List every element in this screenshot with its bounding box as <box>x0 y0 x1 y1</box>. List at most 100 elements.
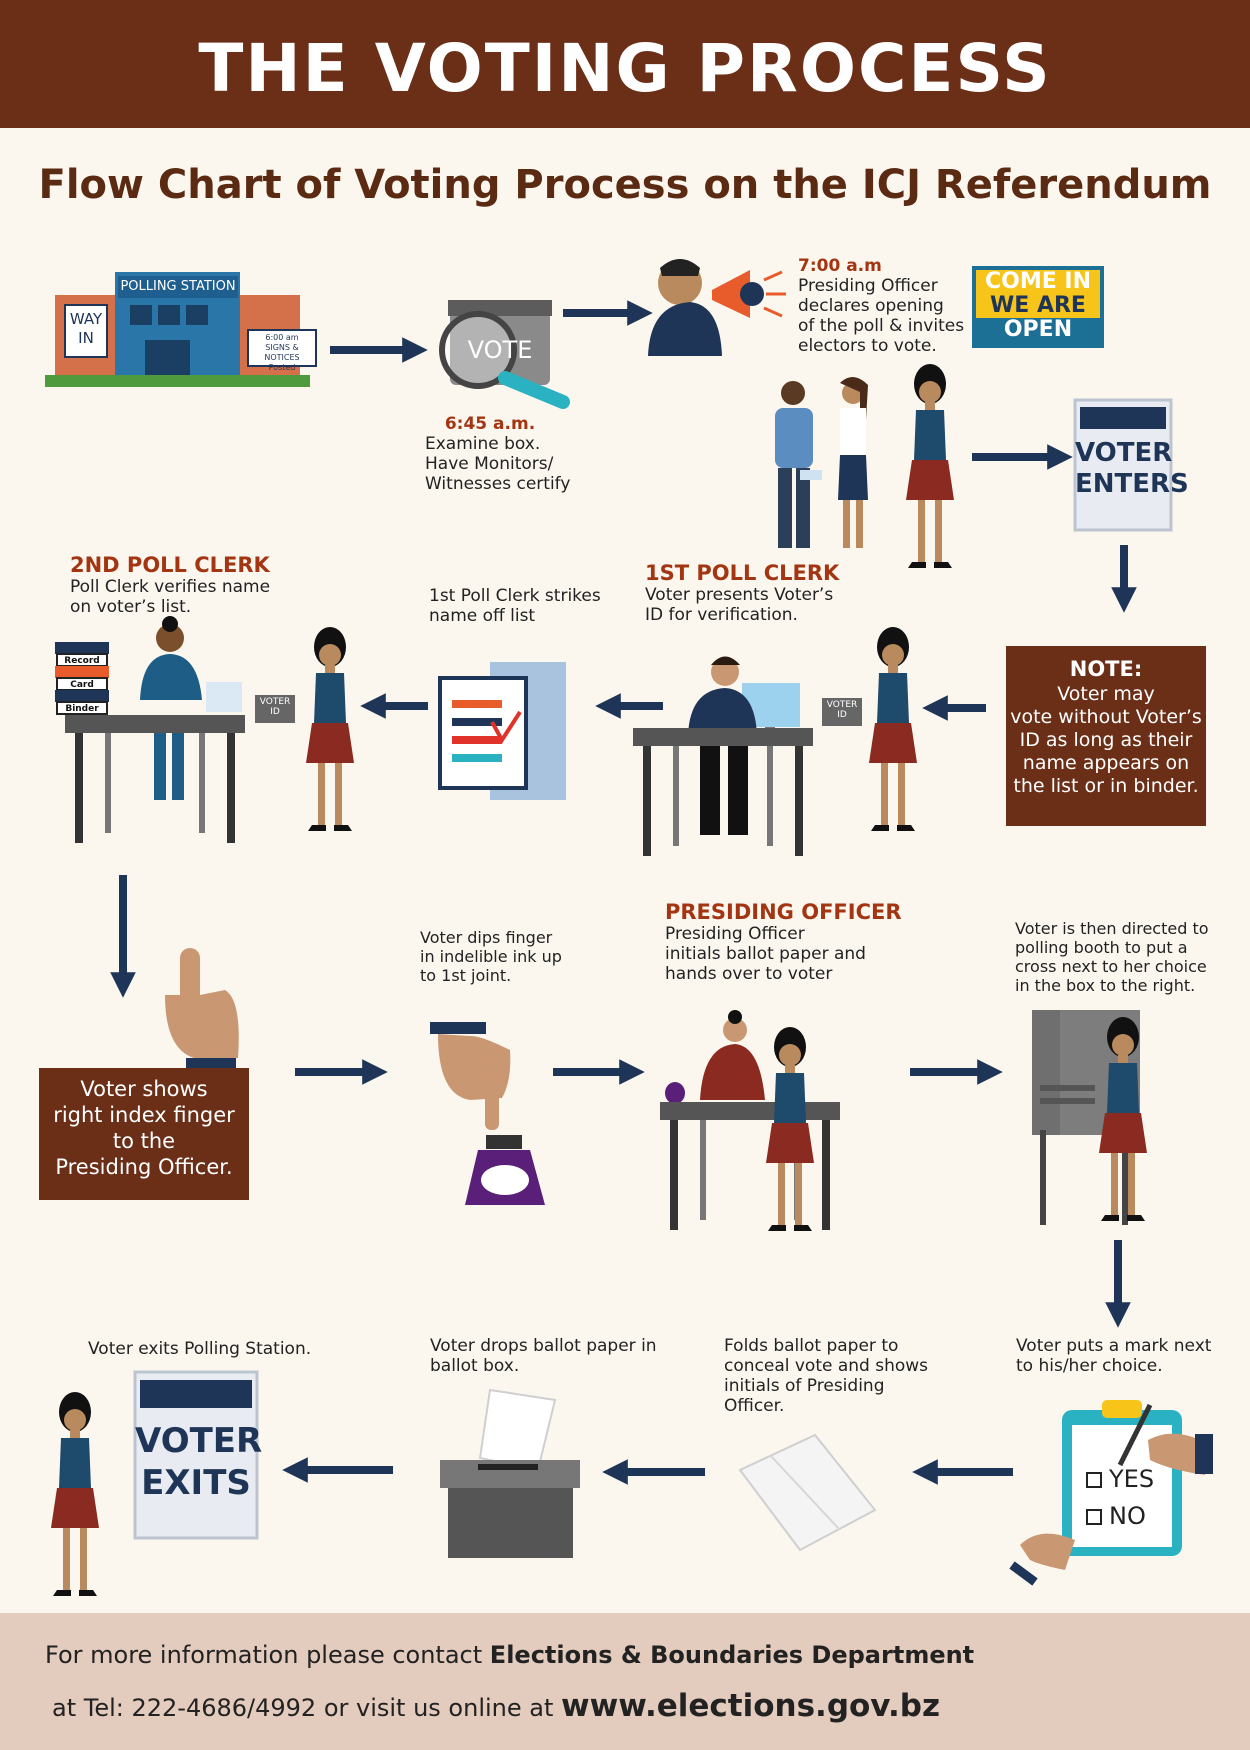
mark-line-2: to his/her choice. <box>1016 1356 1163 1376</box>
fold-text: Folds ballot paper to conceal vote and s… <box>724 1336 934 1416</box>
mark-line-1: Voter puts a mark next <box>1016 1336 1212 1356</box>
ink-text: Voter dips finger in indelible ink up to… <box>420 928 590 985</box>
step-examine-box-text: 6:45 a.m. Examine box. Have Monitors/ Wi… <box>425 414 585 494</box>
open-sign-line-3: OPEN <box>1003 317 1073 342</box>
voter-id-2-line-1: VOTER <box>259 697 291 707</box>
drop-text: Voter drops ballot paper in ballot box. <box>430 1336 670 1376</box>
voter-enters-card <box>1073 398 1173 532</box>
way-in-sign: WAY IN <box>65 310 107 348</box>
voter-id-text-2: VOTER ID <box>255 697 295 717</box>
finger-box: Voter shows right index finger to the Pr… <box>39 1068 249 1200</box>
time-700: 7:00 a.m <box>798 256 882 276</box>
notice-line-3: Posted <box>268 363 296 372</box>
voter-exits-text: VOTER EXITS <box>135 1420 262 1504</box>
first-clerk-line-1: Voter presents Voter’s <box>645 585 834 605</box>
note-heading: NOTE: <box>1069 657 1143 681</box>
voter-exits-card <box>133 1370 259 1540</box>
note-line-1: Voter may <box>1057 683 1155 705</box>
note-line-2: vote without Voter’s <box>1010 706 1202 728</box>
open-line-1: Presiding Officer <box>798 276 938 296</box>
finger-line-1: Voter shows <box>80 1077 208 1101</box>
ballot-box-drop-illustration <box>440 1388 580 1558</box>
voter-id-1-line-1: VOTER <box>826 700 858 710</box>
ink-bottle-illustration <box>430 1022 545 1205</box>
header-bar <box>0 0 1250 128</box>
booth-text: Voter is then directed to polling booth … <box>1015 919 1235 995</box>
notices-sign: 6:00 am SIGNS & NOTICES Posted <box>248 333 316 373</box>
first-clerk-heading: 1ST POLL CLERK <box>645 561 840 585</box>
strike-line-2: name off list <box>429 606 536 626</box>
footer-line-1-text: For more information please contact <box>45 1641 490 1669</box>
second-clerk-line-2: on voter’s list. <box>70 597 192 617</box>
voter-list-illustration <box>438 662 566 800</box>
examine-line-1: Examine box. <box>425 434 541 454</box>
footer-contact-line: For more information please contact Elec… <box>45 1641 1025 1669</box>
strike-line-1: 1st Poll Clerk strikes <box>429 586 601 606</box>
mark-text: Voter puts a mark next to his/her choice… <box>1016 1336 1236 1376</box>
voter-enters-line-1: VOTER <box>1075 438 1173 468</box>
come-in-open-sign <box>972 266 1104 348</box>
note-line-5: the list or in binder. <box>1013 775 1199 797</box>
drop-line-1: Voter drops ballot paper in <box>430 1336 657 1356</box>
second-clerk-illustration <box>55 616 245 843</box>
footer-line-2-text: at Tel: 222-4686/4992 or visit us online… <box>52 1694 562 1722</box>
voter-id-2-line-2: ID <box>270 707 280 717</box>
booth-line-4: in the box to the right. <box>1015 976 1196 995</box>
time-645: 6:45 a.m. <box>444 414 536 434</box>
booth-line-1: Voter is then directed to <box>1015 919 1209 938</box>
voter-enters-line-2: ENTERS <box>1075 469 1189 499</box>
booth-line-3: cross next to her choice <box>1015 957 1207 976</box>
yes-option: YES <box>1109 1465 1155 1493</box>
presiding-officer-illustration <box>660 1010 840 1231</box>
open-sign-line-1: COME IN <box>984 269 1092 294</box>
voter-at-second-clerk <box>306 627 354 831</box>
presiding-line-2: initials ballot paper and <box>665 944 866 964</box>
footer-bar <box>0 1613 1250 1750</box>
examine-line-2: Have Monitors/ <box>425 454 554 474</box>
way-in-line-1: WAY <box>69 310 103 328</box>
open-sign-line-2: WE ARE <box>990 293 1086 318</box>
voter-enters-text: VOTER ENTERS <box>1075 438 1189 500</box>
finger-line-3: to the <box>112 1129 176 1153</box>
ballot-box-label: VOTE <box>467 336 533 364</box>
page-subtitle: Flow Chart of Voting Process on the ICJ … <box>38 162 1212 208</box>
voter-id-card-1 <box>822 698 862 726</box>
first-clerk-illustration <box>633 656 813 856</box>
presiding-line-1: Presiding Officer <box>665 924 805 944</box>
megaphone-officer-illustration <box>648 259 786 356</box>
voter-id-1-line-2: ID <box>837 710 847 720</box>
first-clerk-text: 1ST POLL CLERK Voter presents Voter’s ID… <box>645 561 865 625</box>
ballot-box-magnifier-illustration <box>439 300 570 409</box>
fold-line-4: Officer. <box>724 1396 785 1416</box>
ink-line-1: Voter dips finger <box>420 928 553 947</box>
second-clerk-heading: 2ND POLL CLERK <box>70 553 270 577</box>
voter-exits-line-2: EXITS <box>141 1463 251 1503</box>
book-label-record: Record <box>64 656 100 666</box>
way-in-line-2: IN <box>78 329 94 347</box>
notice-line-2: SIGNS & NOTICES <box>264 343 300 362</box>
polling-station-illustration <box>45 272 317 387</box>
open-line-3: of the poll & invites <box>798 316 965 336</box>
raised-finger-illustration <box>165 948 239 1068</box>
presiding-heading: PRESIDING OFFICER <box>665 900 902 924</box>
book-label-card: Card <box>70 680 94 690</box>
voters-queue-illustration <box>775 364 954 568</box>
finger-line-4: Presiding Officer. <box>55 1155 233 1179</box>
notice-line-1: 6:00 am <box>265 333 299 342</box>
exit-caption: Voter exits Polling Station. <box>88 1339 312 1359</box>
fold-line-1: Folds ballot paper to <box>724 1336 899 1356</box>
voter-id-text-1: VOTER ID <box>822 700 862 720</box>
presiding-line-3: hands over to voter <box>665 964 833 984</box>
open-sign-text: COME IN WE ARE OPEN <box>976 270 1100 342</box>
open-line-4: electors to vote. <box>798 336 937 356</box>
no-option: NO <box>1109 1502 1146 1530</box>
second-clerk-text: 2ND POLL CLERK Poll Clerk verifies name … <box>70 553 290 617</box>
website-link[interactable]: www.elections.gov.bz <box>561 1688 940 1724</box>
voter-id-card-2 <box>255 695 295 723</box>
footer-web-line: at Tel: 222-4686/4992 or visit us online… <box>52 1688 1042 1724</box>
polling-station-sign: POLLING STATION <box>120 279 236 294</box>
step-open-poll-text: 7:00 a.m Presiding Officer declares open… <box>798 256 968 356</box>
page-title: THE VOTING PROCESS <box>198 30 1052 107</box>
book-stack-labels: Record Card Binder <box>57 655 107 715</box>
